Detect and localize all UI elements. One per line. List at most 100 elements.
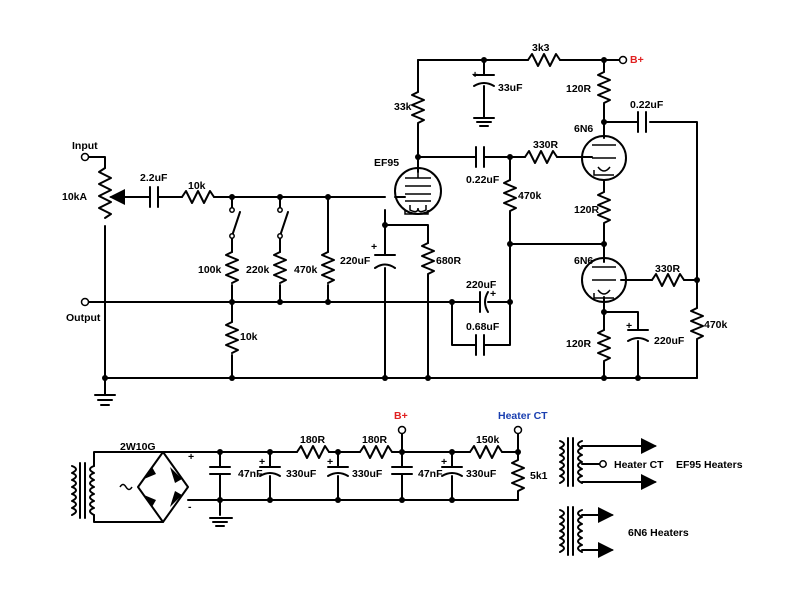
svg-text:+: + [259, 456, 265, 468]
res-220k-label: 220k [246, 264, 270, 276]
transformer-primary [71, 465, 77, 516]
heater-ct-label: Heater CT [614, 459, 664, 471]
bplus-terminal-psu[interactable] [397, 425, 407, 435]
cap-330-c-label: 330uF [466, 468, 497, 480]
bplus-top-label: B+ [630, 54, 644, 66]
tube-6n6-upper [581, 135, 627, 181]
cap-220-cath [374, 254, 396, 269]
6n6-heaters-label: 6N6 Heaters [628, 527, 689, 539]
ground-33uf [473, 109, 495, 127]
cap-47n-a-label: 47nF [238, 468, 263, 480]
res-5k1 [451, 431, 525, 501]
cap-330-b-label: 330uF [352, 468, 383, 480]
heater-transformer-6n6 [559, 506, 614, 558]
switch-220k [279, 211, 289, 237]
res-150k-label: 150k [476, 434, 500, 446]
cap-2u2-label: 2.2uF [140, 172, 168, 184]
tube-6n6-b-label: 6N6 [574, 255, 593, 267]
cap-022-top [637, 111, 647, 133]
res-10k-in [181, 190, 215, 204]
res-120r-a-label: 120R [566, 83, 592, 95]
cap-220-b [627, 329, 649, 342]
bridge-rectifier [137, 451, 189, 523]
tube-6n6-a-label: 6N6 [574, 123, 593, 135]
bplus-terminal-top[interactable] [618, 55, 628, 65]
heater-ct-top-label: Heater CT [498, 410, 548, 422]
bplus-psu-label: B+ [394, 410, 408, 422]
res-33k [411, 91, 425, 124]
junction-dots [102, 57, 700, 381]
res-330r-a-label: 330R [533, 139, 559, 151]
res-3k3 [527, 53, 561, 67]
pot-10ka [98, 167, 112, 219]
output-terminal[interactable] [80, 297, 90, 307]
ground-main [94, 394, 116, 406]
res-100k [225, 251, 239, 284]
cap-068 [475, 334, 485, 356]
res-470k-c [690, 307, 704, 340]
res-180r-b-label: 180R [362, 434, 388, 446]
cap-220-cath-label: 220uF [340, 255, 371, 267]
res-680r [421, 242, 435, 275]
res-120r-c [597, 329, 611, 362]
minus-label: - [188, 501, 192, 513]
cap-2u2 [149, 186, 159, 208]
res-470k-a-label: 470k [294, 264, 318, 276]
svg-text:+: + [472, 69, 478, 81]
cap-33uf-label: 33uF [498, 82, 523, 94]
res-180r-a [296, 445, 330, 459]
res-10k-out [225, 321, 239, 354]
cap-47n-b-label: 47nF [418, 468, 443, 480]
res-220k [273, 251, 287, 284]
res-3k3-label: 3k3 [532, 42, 550, 54]
input-terminal[interactable] [80, 152, 90, 162]
svg-text:+: + [371, 241, 377, 253]
svg-text:+: + [327, 456, 333, 468]
pot-label: 10kA [62, 191, 88, 203]
res-150k [469, 445, 503, 459]
tube-ef95 [394, 167, 442, 215]
res-470k-b [503, 179, 517, 212]
svg-text:+: + [490, 288, 496, 300]
cap-220-out [479, 291, 489, 313]
res-33k-label: 33k [394, 101, 412, 113]
res-120r-c-label: 120R [566, 338, 592, 350]
cap-330-b [327, 451, 349, 501]
output-label: Output [66, 312, 101, 324]
heater-ct-terminal-top[interactable] [513, 425, 523, 435]
cap-47n-b [391, 451, 413, 501]
heater-transformer-ef95 [559, 437, 657, 490]
res-120r-b-label: 120R [574, 204, 600, 216]
wiring [87, 59, 698, 396]
labels: Input Output 10kA 2.2uF 10k 100k 220k 47… [62, 42, 743, 539]
res-5k1-label: 5k1 [530, 470, 548, 482]
svg-text:+: + [626, 320, 632, 332]
res-120r-b [597, 191, 611, 224]
rectifier-label: 2W10G [120, 441, 156, 453]
res-470k-b-label: 470k [518, 190, 542, 202]
plus-label: + [188, 451, 194, 463]
cap-330-c [441, 451, 463, 501]
cap-33uf [473, 74, 495, 87]
ef95-heaters-label: EF95 Heaters [676, 459, 743, 471]
res-470k-a [321, 251, 335, 284]
res-10k-out-label: 10k [240, 331, 258, 343]
res-100k-label: 100k [198, 264, 222, 276]
res-180r-b [359, 445, 393, 459]
cap-022-mid [475, 146, 485, 168]
tube-6n6-lower [581, 257, 627, 303]
cap-022-mid-label: 0.22uF [466, 174, 500, 186]
res-330r-b-label: 330R [655, 263, 681, 275]
cap-220-b-label: 220uF [654, 335, 685, 347]
tube-ef95-label: EF95 [374, 157, 399, 169]
cap-47n-a [209, 466, 231, 501]
res-330r-b [651, 273, 685, 287]
cap-220-out-label: 220uF [466, 279, 497, 291]
res-180r-a-label: 180R [300, 434, 326, 446]
res-330r-a [524, 150, 558, 164]
cap-022-top-label: 0.22uF [630, 99, 664, 111]
switch-100k [231, 211, 241, 237]
res-10k-in-label: 10k [188, 180, 206, 192]
